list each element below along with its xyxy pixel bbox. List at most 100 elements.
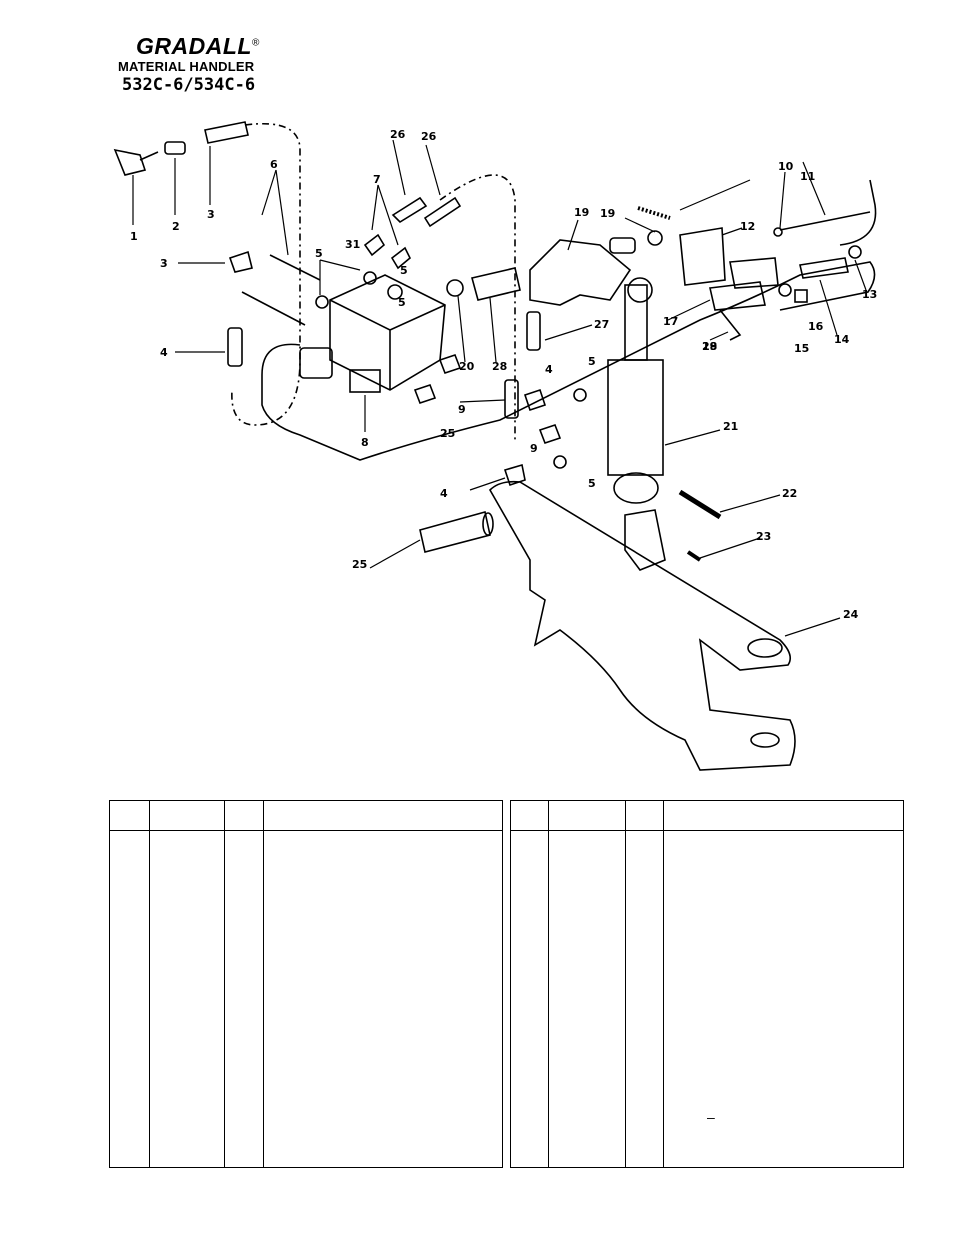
hose-end-26b bbox=[526, 311, 541, 351]
hose-line bbox=[261, 261, 876, 461]
hose-line bbox=[439, 174, 516, 440]
hose-end-25 bbox=[423, 196, 462, 228]
tee-fitting-1 bbox=[113, 148, 159, 176]
nut-16 bbox=[794, 289, 808, 303]
callout-1: 1 bbox=[130, 230, 138, 243]
hose-end-3b bbox=[227, 327, 243, 367]
table-column-divider bbox=[224, 801, 225, 1167]
product-subtitle: MATERIAL HANDLER bbox=[118, 59, 255, 74]
lever-28 bbox=[719, 309, 742, 341]
table-column-divider bbox=[625, 801, 626, 1167]
bracket-12 bbox=[679, 227, 726, 286]
elbow-4 bbox=[228, 250, 253, 273]
hose-line bbox=[231, 123, 301, 426]
callout-4: 4 bbox=[440, 487, 448, 500]
callout-24: 24 bbox=[843, 608, 859, 621]
cylinder-barrel-20 bbox=[607, 359, 664, 476]
callout-16: 16 bbox=[808, 320, 824, 333]
callout-13: 13 bbox=[862, 288, 877, 301]
pin-24-end bbox=[482, 512, 494, 536]
o-ring-5b bbox=[363, 271, 377, 285]
cylinder-clevis-20 bbox=[613, 472, 659, 504]
callout-5: 5 bbox=[588, 355, 596, 368]
callout-5: 5 bbox=[588, 477, 596, 490]
callout-5: 5 bbox=[315, 247, 323, 260]
hose-end-3 bbox=[204, 121, 249, 144]
nut-9 bbox=[538, 423, 562, 445]
spring-11 bbox=[637, 206, 671, 220]
washer-5 bbox=[573, 388, 587, 402]
frame-23 bbox=[489, 480, 796, 771]
callout-7: 7 bbox=[373, 173, 381, 186]
solenoid-8 bbox=[299, 347, 333, 379]
spacer-19 bbox=[609, 237, 636, 254]
brand-logo: GRADALL® bbox=[136, 33, 260, 60]
table-column-divider bbox=[663, 801, 664, 1167]
nut-9c bbox=[413, 383, 437, 405]
callout-31: 31 bbox=[345, 238, 360, 251]
stud-6 bbox=[269, 254, 321, 281]
o-ring-5c bbox=[387, 284, 403, 300]
cable-31 bbox=[779, 211, 871, 231]
mount-block bbox=[624, 509, 666, 571]
callout-2: 2 bbox=[172, 220, 180, 233]
callout-15: 15 bbox=[794, 342, 809, 355]
callout-19: 19 bbox=[574, 206, 589, 219]
callout-12: 12 bbox=[740, 220, 755, 233]
pin-21 bbox=[678, 489, 722, 520]
callout-3: 3 bbox=[160, 257, 168, 270]
callout-19: 19 bbox=[600, 207, 615, 220]
callout-18: 18 bbox=[702, 340, 717, 353]
ring-13 bbox=[848, 245, 862, 259]
valve-base-8 bbox=[349, 369, 381, 393]
callout-6: 6 bbox=[270, 158, 278, 171]
callout-27: 27 bbox=[594, 318, 609, 331]
callout-4: 4 bbox=[160, 346, 168, 359]
model-numbers: 532C-6/534C-6 bbox=[122, 75, 256, 95]
frame-23-bore bbox=[747, 638, 783, 658]
callout-17: 17 bbox=[663, 315, 678, 328]
fitting-7 bbox=[363, 233, 411, 270]
callout-29: 29 bbox=[702, 340, 717, 353]
callout-26: 26 bbox=[421, 130, 437, 143]
elbow-4c bbox=[503, 463, 526, 487]
elbow-4b bbox=[523, 388, 547, 412]
washer-5b bbox=[553, 455, 567, 469]
callout-26: 26 bbox=[390, 128, 406, 141]
callout-28: 28 bbox=[492, 360, 507, 373]
nut-15 bbox=[778, 283, 792, 297]
callout-11: 11 bbox=[800, 170, 815, 183]
rod-eye-20 bbox=[627, 277, 653, 303]
parts-table-left bbox=[109, 800, 503, 1168]
hose-end-25b bbox=[504, 379, 519, 419]
callout-5: 5 bbox=[398, 296, 406, 309]
table-column-divider bbox=[263, 801, 264, 1167]
callout-10: 10 bbox=[778, 160, 794, 173]
callout-9: 9 bbox=[530, 442, 538, 455]
callout-4: 4 bbox=[545, 363, 553, 376]
brand-name: GRADALL bbox=[136, 33, 252, 59]
bracket-18 bbox=[529, 239, 632, 306]
callout-20: 20 bbox=[459, 360, 475, 373]
callout-14: 14 bbox=[834, 333, 850, 346]
table-column-divider bbox=[548, 801, 549, 1167]
parts-table-right: – bbox=[510, 800, 904, 1168]
frame-23-bore-lower bbox=[750, 732, 780, 748]
callout-9: 9 bbox=[458, 403, 466, 416]
snap-ring-19 bbox=[446, 279, 464, 297]
table-header bbox=[110, 801, 502, 831]
adapter-2 bbox=[164, 141, 186, 155]
callout-3: 3 bbox=[207, 208, 215, 221]
callout-21: 21 bbox=[723, 420, 738, 433]
callout-23: 23 bbox=[756, 530, 771, 543]
pin-27 bbox=[471, 267, 521, 301]
table-mark: – bbox=[707, 1109, 715, 1125]
hose-end-26 bbox=[391, 196, 428, 224]
nut-9b bbox=[438, 353, 462, 375]
registered-mark: ® bbox=[251, 37, 260, 49]
o-ring-5 bbox=[315, 295, 329, 309]
screw-22 bbox=[686, 550, 702, 562]
table-header bbox=[511, 801, 903, 831]
switch-17 bbox=[709, 257, 779, 311]
